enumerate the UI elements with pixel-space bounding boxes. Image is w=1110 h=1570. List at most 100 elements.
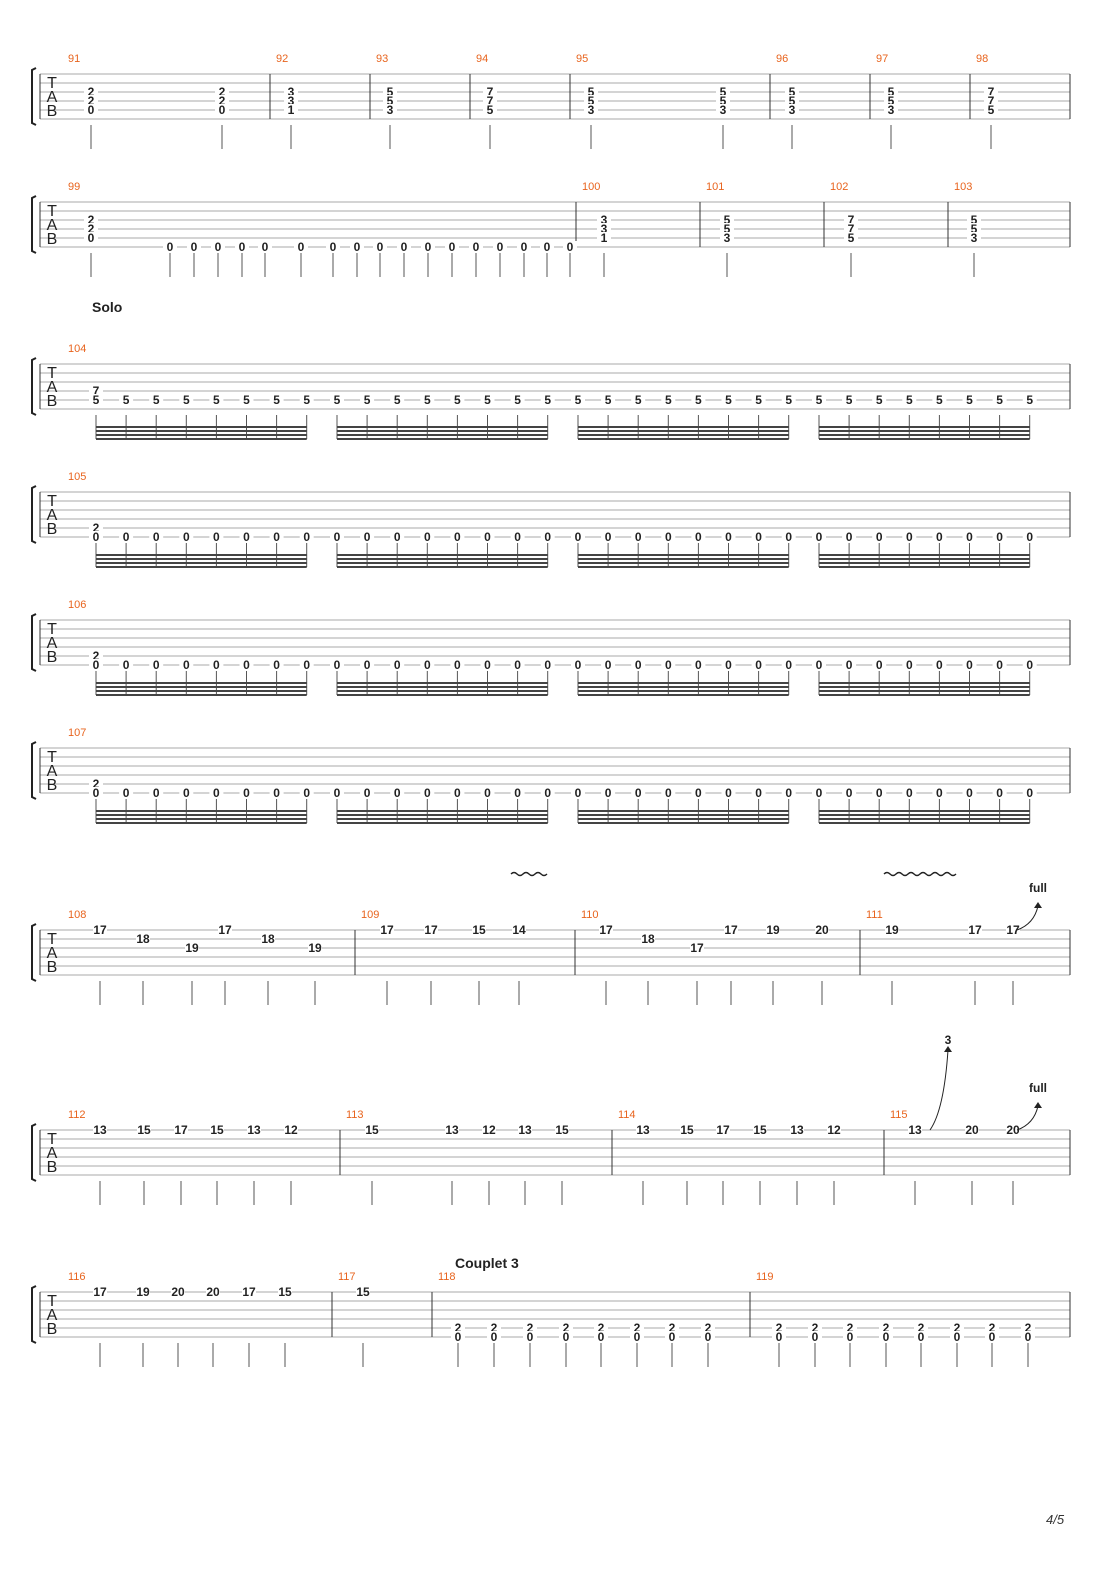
fret-number: 0 <box>123 530 130 544</box>
fret-number: 5 <box>588 85 595 99</box>
fret-bg <box>523 1322 537 1333</box>
tab-clef-letter: T <box>47 1131 57 1148</box>
fret-bg <box>308 942 322 953</box>
fret-bg <box>215 86 229 97</box>
fret-bg <box>119 787 134 798</box>
measure-number: 110 <box>581 909 599 921</box>
bend-annotation: 3 <box>945 1033 952 1047</box>
fret-number: 5 <box>424 393 431 407</box>
measure-number: 96 <box>776 53 788 65</box>
fret-bg <box>294 241 308 252</box>
fret-bg <box>842 659 857 670</box>
fret-number: 0 <box>567 240 574 254</box>
fret-number: 5 <box>695 393 702 407</box>
fret-bg <box>84 86 98 97</box>
fret-number: 0 <box>785 786 792 800</box>
fret-number: 0 <box>303 786 310 800</box>
fret-bg <box>469 241 483 252</box>
fret-bg <box>93 1124 107 1135</box>
fret-bg <box>872 659 887 670</box>
fret-number: 5 <box>816 393 823 407</box>
fret-number: 3 <box>789 103 796 117</box>
fret-number: 2 <box>776 1321 783 1335</box>
fret-bg <box>149 394 164 405</box>
staff-bracket <box>31 195 37 254</box>
fret-bg <box>206 1286 220 1297</box>
fret-number: 2 <box>563 1321 570 1335</box>
tab-clef-letter: B <box>47 231 58 248</box>
fret-number: 0 <box>273 530 280 544</box>
fret-bg <box>278 1286 292 1297</box>
fret-number: 5 <box>971 213 978 227</box>
vibrato-mark <box>510 871 548 877</box>
fret-number: 5 <box>848 231 855 245</box>
fret-number: 5 <box>789 85 796 99</box>
measure-number: 98 <box>976 53 988 65</box>
fret-bg <box>284 1124 298 1135</box>
fret-number: 2 <box>1025 1321 1032 1335</box>
fret-number: 17 <box>174 1123 188 1137</box>
fret-number: 2 <box>93 649 100 663</box>
fret-bg <box>1021 1322 1035 1333</box>
measure-number: 113 <box>346 1109 364 1121</box>
fret-number: 0 <box>906 658 913 672</box>
measure-number: 92 <box>276 53 288 65</box>
fret-number: 0 <box>364 530 371 544</box>
fret-bg <box>781 394 796 405</box>
fret-number: 0 <box>605 786 612 800</box>
fret-bg <box>179 659 194 670</box>
fret-number: 7 <box>988 85 995 99</box>
fret-number: 0 <box>424 786 431 800</box>
tab-clef-letter: T <box>47 75 57 92</box>
fret-number: 0 <box>394 658 401 672</box>
fret-bg <box>631 787 646 798</box>
fret-bg <box>908 1124 922 1135</box>
tab-clef-letter: A <box>47 1145 58 1162</box>
fret-bg <box>1021 1331 1035 1342</box>
measure-number: 106 <box>68 599 86 611</box>
tab-clef-letter: A <box>47 217 58 234</box>
fret-bg <box>843 1331 857 1342</box>
fret-bg <box>1022 394 1037 405</box>
fret-number: 0 <box>491 1330 498 1344</box>
fret-number: 7 <box>93 384 100 398</box>
fret-bg <box>261 933 275 944</box>
fret-bg <box>872 394 887 405</box>
fret-number: 0 <box>364 658 371 672</box>
fret-bg <box>721 394 736 405</box>
tab-clef-letter: B <box>47 1321 58 1338</box>
fret-number: 0 <box>484 530 491 544</box>
fret-number: 2 <box>989 1321 996 1335</box>
fret-number: 17 <box>690 941 704 955</box>
fret-number: 0 <box>93 530 100 544</box>
fret-bg <box>701 1322 715 1333</box>
fret-bg <box>373 241 387 252</box>
fret-bg <box>781 787 796 798</box>
fret-number: 5 <box>575 393 582 407</box>
fret-bg <box>380 924 394 935</box>
fret-number: 12 <box>827 1123 841 1137</box>
fret-bg <box>781 531 796 542</box>
fret-number: 5 <box>888 85 895 99</box>
fret-number: 0 <box>598 1330 605 1344</box>
tab-clef-letter: B <box>47 777 58 794</box>
fret-bg <box>721 531 736 542</box>
fret-bg <box>89 522 103 533</box>
fret-number: 17 <box>93 923 107 937</box>
fret-number: 0 <box>262 240 269 254</box>
fret-number: 0 <box>846 658 853 672</box>
fret-bg <box>247 1124 261 1135</box>
vibrato-mark <box>883 871 957 877</box>
measure-number: 119 <box>756 1271 774 1283</box>
fret-number: 0 <box>785 530 792 544</box>
fret-number: 7 <box>848 213 855 227</box>
fret-bg <box>540 659 555 670</box>
fret-number: 0 <box>635 658 642 672</box>
measure-number: 115 <box>890 1109 908 1121</box>
fret-bg <box>631 659 646 670</box>
fret-bg <box>239 531 254 542</box>
fret-bg <box>512 924 526 935</box>
fret-bg <box>330 531 344 542</box>
fret-number: 5 <box>785 393 792 407</box>
